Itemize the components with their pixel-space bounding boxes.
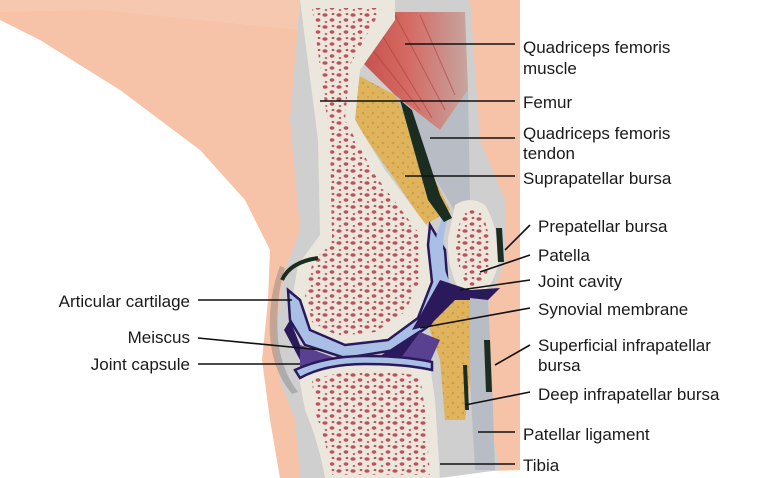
- label-quadriceps-muscle: Quadriceps femoris muscle: [523, 38, 675, 78]
- label-deep-infrapatellar-bursa: Deep infrapatellar bursa: [538, 385, 720, 404]
- label-suprapatellar-bursa: Suprapatellar bursa: [523, 169, 672, 188]
- label-synovial-membrane: Synovial membrane: [538, 300, 688, 319]
- label-quadriceps-tendon: Quadriceps femoris tendon: [523, 124, 675, 163]
- label-patellar-ligament: Patellar ligament: [523, 425, 650, 444]
- label-articular-cartilage: Articular cartilage: [59, 292, 190, 311]
- label-patella: Patella: [538, 246, 591, 265]
- label-femur: Femur: [523, 93, 572, 112]
- label-superficial-infrapatellar-bursa: Superficial infrapatellar bursa: [538, 336, 716, 375]
- label-joint-capsule: Joint capsule: [91, 355, 190, 374]
- label-prepatellar-bursa: Prepatellar bursa: [538, 217, 668, 236]
- label-meniscus: Meiscus: [128, 328, 190, 347]
- label-tibia: Tibia: [523, 456, 560, 475]
- tibia-marrow: [312, 372, 430, 475]
- label-joint-cavity: Joint cavity: [538, 272, 623, 291]
